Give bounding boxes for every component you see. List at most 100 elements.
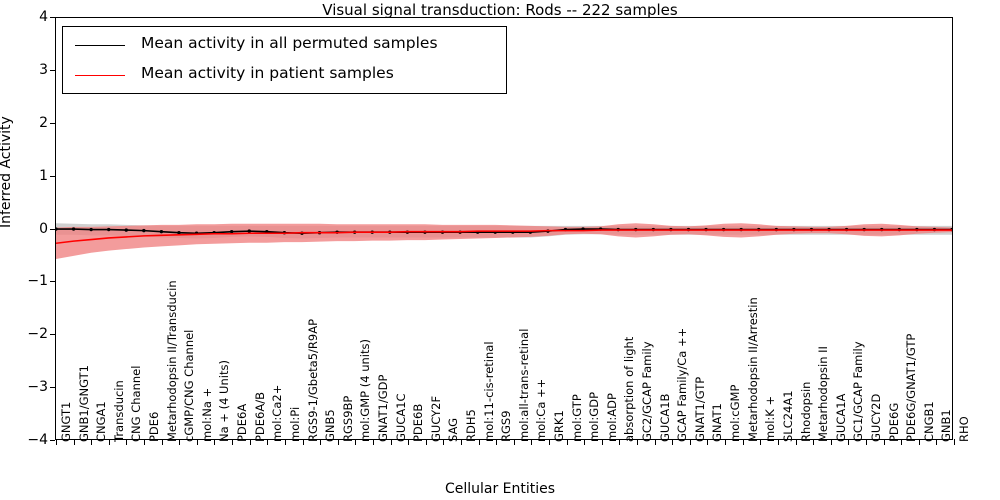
x-tick-mark [689, 439, 691, 445]
x-tick-label: mol:Ca2+ [270, 384, 285, 442]
x-tick-mark [161, 439, 163, 445]
permuted-data-point [89, 227, 93, 232]
x-tick-label: GNGT1 [59, 401, 73, 442]
permuted-data-point [142, 228, 146, 233]
x-tick-mark [813, 439, 815, 445]
y-tick-mark [50, 281, 55, 283]
x-tick-label: mol:ADP [604, 393, 619, 442]
y-tick-mark [50, 228, 55, 230]
x-tick-mark [267, 439, 269, 445]
x-tick-mark [496, 439, 498, 445]
x-tick-mark [848, 439, 850, 445]
x-tick-mark [108, 439, 110, 445]
x-tick-mark [214, 439, 216, 445]
x-tick-label: GUCY2F [428, 395, 443, 442]
x-tick-mark [672, 439, 674, 445]
x-tick-label: absorption of light [622, 336, 637, 442]
x-tick-mark [126, 439, 128, 445]
x-tick-mark [513, 439, 515, 445]
x-tick-label: PDE6A [235, 403, 250, 442]
x-tick-mark [777, 439, 779, 445]
x-tick-mark [760, 439, 762, 445]
x-tick-mark [179, 439, 181, 445]
x-tick-label: GCAP Family/Ca ++ [675, 327, 690, 442]
x-tick-label: PDE6 [147, 411, 162, 442]
x-tick-label: RGS9 [499, 410, 514, 442]
x-tick-mark [91, 439, 93, 445]
x-tick-label: Metarhodopsin II/Transducin [164, 280, 179, 442]
legend-swatch-patient [75, 75, 125, 76]
y-tick-mark [50, 69, 55, 71]
x-tick-label: Transducin [111, 380, 126, 442]
x-tick-mark [249, 439, 251, 445]
x-tick-label: mol:Ca ++ [534, 378, 549, 442]
x-tick-mark [284, 439, 286, 445]
x-tick-mark [707, 439, 709, 445]
permuted-data-point [229, 229, 234, 234]
x-tick-label: Na + (4 Units) [217, 360, 232, 442]
x-tick-label: CNGB1 [921, 401, 936, 442]
x-tick-label: GC2/GCAP Family [640, 341, 655, 442]
x-tick-label: GRK1 [552, 410, 567, 442]
x-tick-mark [408, 439, 410, 445]
x-tick-label: mol:GTP [569, 394, 584, 442]
y-tick-label: −4 [27, 432, 48, 448]
permuted-data-point [177, 231, 181, 235]
x-tick-label: RHO [957, 416, 971, 442]
x-tick-mark [619, 439, 621, 445]
x-tick-mark [196, 439, 198, 445]
y-tick-label: 3 [39, 61, 48, 78]
x-tick-mark [337, 439, 339, 445]
x-tick-label: mol:cGMP [728, 384, 743, 442]
x-tick-label: GNB1 [939, 409, 954, 442]
x-tick-label: PDE6B [411, 403, 426, 442]
patient-confidence-band [56, 223, 952, 260]
x-tick-label: mol:Na + [199, 387, 214, 442]
x-tick-mark [144, 439, 146, 445]
x-tick-mark [725, 439, 727, 445]
legend-label-patient: Mean activity in patient samples [141, 64, 394, 82]
x-tick-label: Metarhodopsin II/Arrestin [745, 297, 760, 442]
x-tick-label: Rhodopsin [798, 381, 813, 442]
x-tick-label: PDE6G [886, 402, 901, 442]
x-tick-label: cGMP/CNG Channel [182, 329, 197, 442]
x-tick-label: RDH5 [463, 409, 478, 442]
y-tick-label: 2 [39, 114, 48, 131]
plot-svg [56, 223, 952, 260]
chart-legend: Mean activity in all permuted samples Me… [62, 26, 507, 94]
y-tick-label: −3 [27, 379, 48, 396]
y-tick-mark [50, 440, 55, 441]
x-tick-mark [320, 439, 322, 445]
y-axis-label: Inferred Activity [0, 116, 14, 228]
x-tick-label: mol:11-cis-retinal [481, 341, 496, 442]
x-tick-mark [549, 439, 551, 445]
x-tick-mark [865, 439, 867, 445]
x-tick-mark [918, 439, 920, 445]
x-tick-label: mol:GDP [587, 391, 602, 442]
x-tick-label: GNAT1 [710, 403, 725, 442]
x-tick-mark [73, 439, 75, 445]
x-tick-mark [460, 439, 462, 445]
legend-label-permuted: Mean activity in all permuted samples [141, 34, 438, 52]
x-tick-label: mol:K + [763, 395, 778, 442]
x-axis-label: Cellular Entities [444, 481, 556, 497]
x-tick-label: GUCA1A [833, 393, 848, 442]
chart-title: Visual signal transduction: Rods -- 222 … [322, 1, 678, 19]
x-tick-mark [443, 439, 445, 445]
x-tick-label: GNAT1/GDP [375, 374, 390, 442]
x-tick-mark [883, 439, 885, 445]
x-tick-mark [830, 439, 832, 445]
x-tick-mark [390, 439, 392, 445]
x-tick-label: GUCA1B [657, 393, 672, 442]
x-tick-label: SAG [446, 417, 461, 442]
x-tick-mark [901, 439, 903, 445]
x-tick-mark [742, 439, 744, 445]
x-tick-mark [584, 439, 586, 445]
x-tick-mark [56, 439, 57, 445]
x-tick-label: GNB5 [323, 409, 338, 442]
permuted-data-point [71, 227, 76, 231]
permuted-data-point [159, 229, 164, 234]
x-tick-label: GNAT1/GTP [692, 376, 707, 442]
